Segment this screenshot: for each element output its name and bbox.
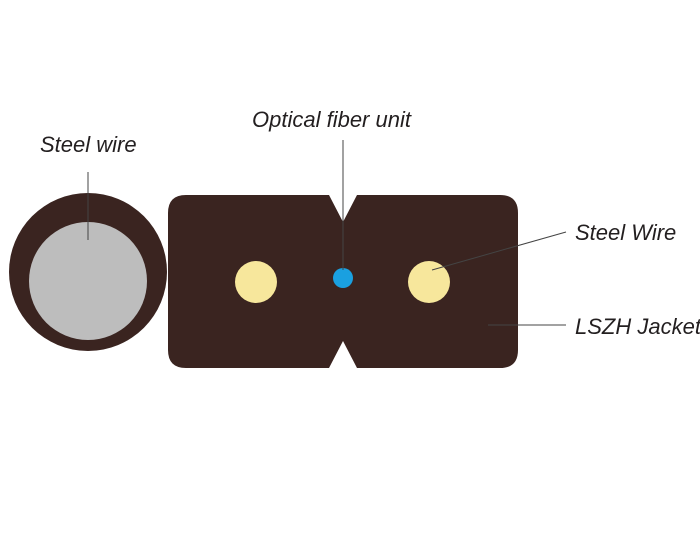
steel-wire-messenger xyxy=(9,193,167,351)
label-steel-wire-left: Steel wire xyxy=(40,132,137,157)
leader-line-steel-wire-right xyxy=(431,231,567,271)
label-optical-fiber-unit: Optical fiber unit xyxy=(252,107,412,132)
drop-cable-body xyxy=(168,195,518,368)
strength-member-left xyxy=(235,261,277,303)
messenger-steel-core xyxy=(29,222,147,340)
label-steel-wire-right: Steel Wire xyxy=(575,220,676,245)
strength-member-right xyxy=(408,261,450,303)
optical-fiber xyxy=(333,268,353,288)
label-lszh-jacket: LSZH Jacket xyxy=(575,314,700,339)
